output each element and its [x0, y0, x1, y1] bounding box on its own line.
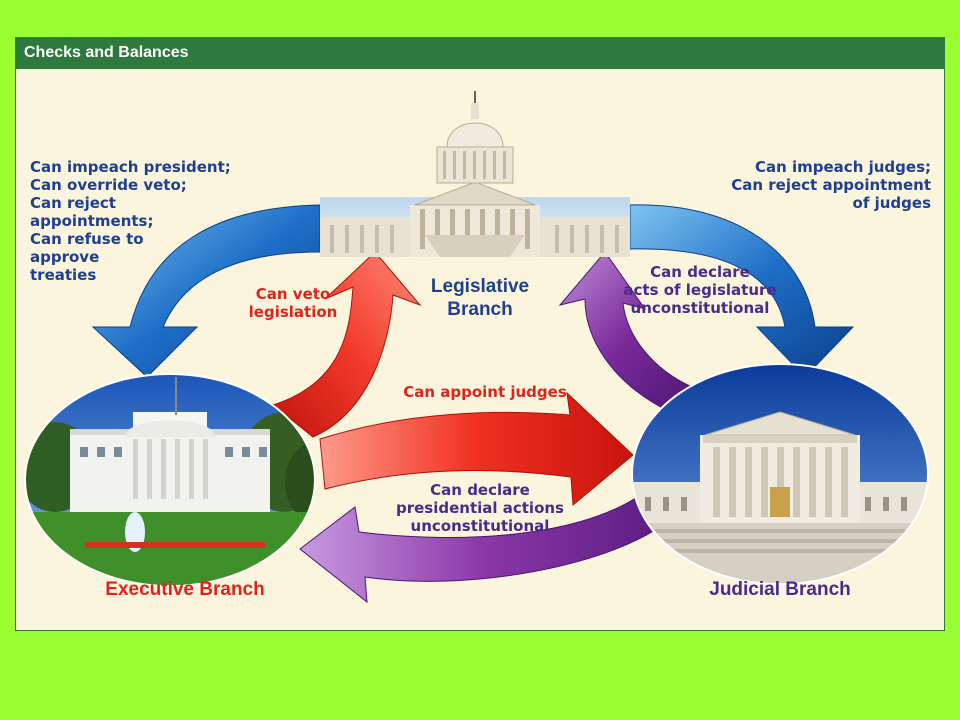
white-house-image — [25, 374, 315, 586]
arrow-legislative-to-judicial — [629, 204, 855, 378]
white-house-frame — [24, 373, 316, 587]
arrow-legislative-to-executive — [91, 204, 321, 378]
executive-branch-label: Executive Branch — [105, 579, 265, 600]
arrow-executive-to-judicial — [319, 391, 634, 507]
supreme-court-frame — [631, 363, 929, 585]
legislative-branch-label: Legislative Branch — [430, 276, 530, 320]
panel-header: Checks and Balances — [15, 37, 945, 69]
judicial-branch-label: Judicial Branch — [709, 579, 851, 600]
checks-diagram — [24, 91, 929, 604]
label-judicial-checks-executive: Can declare presidential actions unconst… — [395, 481, 564, 535]
capitol-building-image — [320, 91, 630, 257]
label-legislative-checks-judicial: Can impeach judges; Can reject appointme… — [731, 158, 931, 212]
supreme-court-image — [632, 364, 928, 584]
label-judicial-checks-legislative: Can declare acts of legislature unconsti… — [623, 263, 777, 317]
label-executive-checks-judicial: Can appoint judges — [403, 383, 567, 401]
arrow-judicial-to-executive — [299, 484, 674, 604]
diagram-panel: Checks and Balances — [15, 37, 945, 631]
arrow-executive-to-legislative — [271, 251, 422, 438]
diagram-title: Checks and Balances — [24, 44, 189, 61]
label-executive-checks-legislative: Can veto legislation — [248, 285, 338, 321]
label-legislative-checks-executive: Can impeach president; Can override veto… — [30, 158, 231, 284]
